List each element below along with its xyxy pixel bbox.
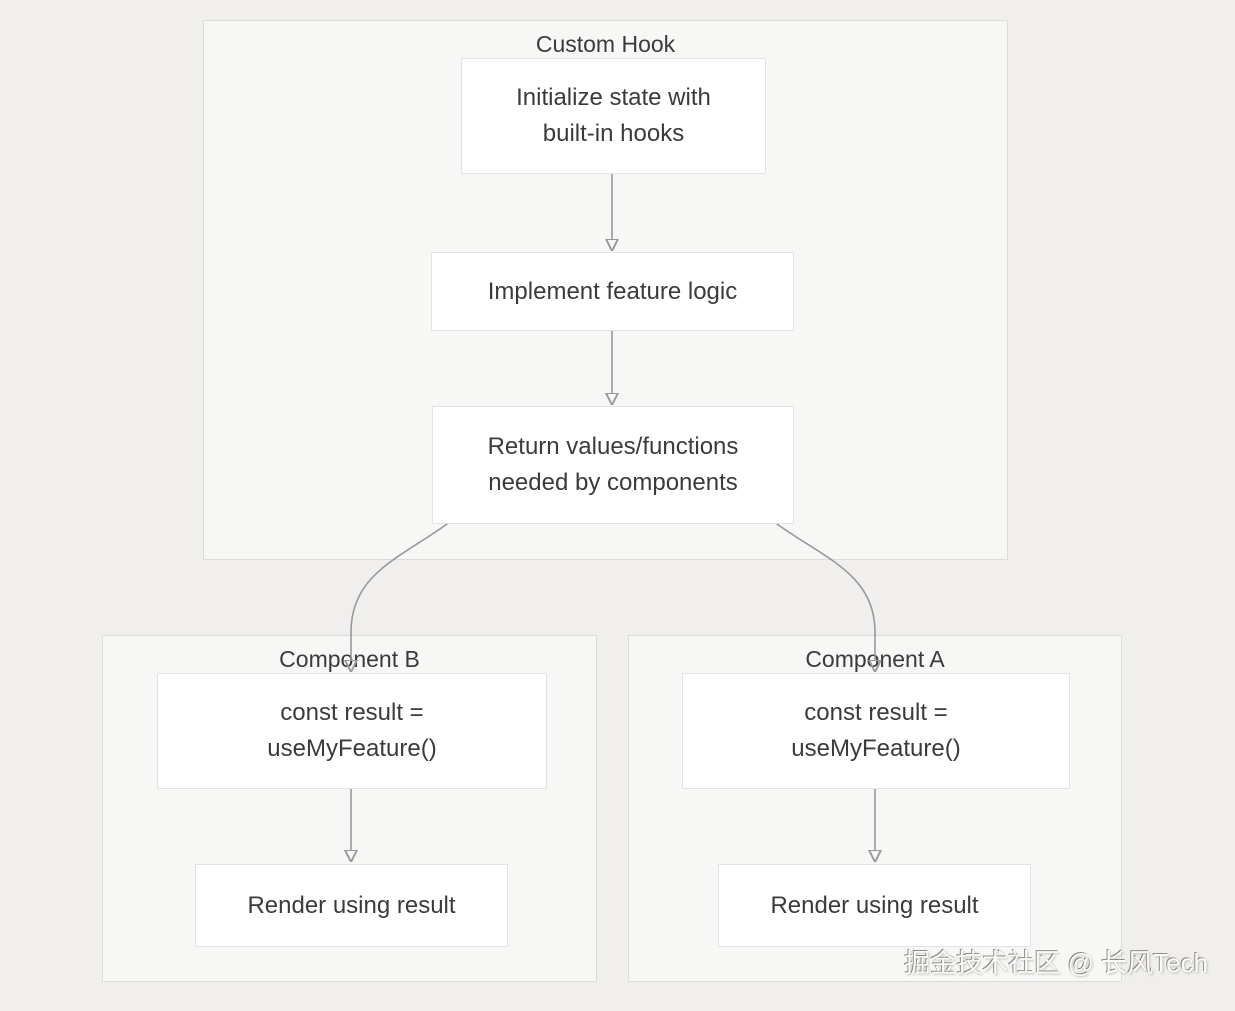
node-component-a-call-line1: const result =: [804, 699, 948, 726]
node-component-a-call: const result = useMyFeature(): [682, 673, 1070, 789]
watermark-text: 掘金技术社区 @ 长风Tech: [904, 948, 1208, 978]
node-component-a-call-line2: useMyFeature(): [791, 735, 961, 762]
custom-hook-container: Custom Hook Initialize state with built-…: [203, 20, 1008, 560]
node-component-a-render-label: Render using result: [770, 891, 979, 919]
node-initialize-state: Initialize state with built-in hooks: [461, 58, 766, 174]
component-b-title: Component B: [279, 646, 420, 672]
node-implement-logic-label: Implement feature logic: [487, 277, 738, 305]
node-component-b-call: const result = useMyFeature(): [157, 673, 547, 789]
component-b-container: Component B const result = useMyFeature(…: [102, 635, 597, 982]
node-return-values: Return values/functions needed by compon…: [432, 406, 794, 524]
custom-hook-title: Custom Hook: [535, 31, 676, 57]
node-initialize-state-line1: Initialize state with: [516, 84, 711, 111]
node-component-b-render-label: Render using result: [247, 891, 456, 919]
component-a-container: Component A const result = useMyFeature(…: [628, 635, 1122, 982]
node-component-a-render: Render using result: [718, 864, 1031, 947]
component-a-title: Component A: [805, 646, 945, 672]
node-component-b-call-line2: useMyFeature(): [267, 735, 437, 762]
node-initialize-state-line2: built-in hooks: [542, 120, 685, 147]
node-return-values-line1: Return values/functions: [487, 433, 739, 460]
node-component-b-render: Render using result: [195, 864, 508, 947]
node-implement-logic: Implement feature logic: [431, 252, 794, 331]
node-component-b-call-line1: const result =: [280, 699, 424, 726]
node-return-values-line2: needed by components: [488, 469, 738, 496]
